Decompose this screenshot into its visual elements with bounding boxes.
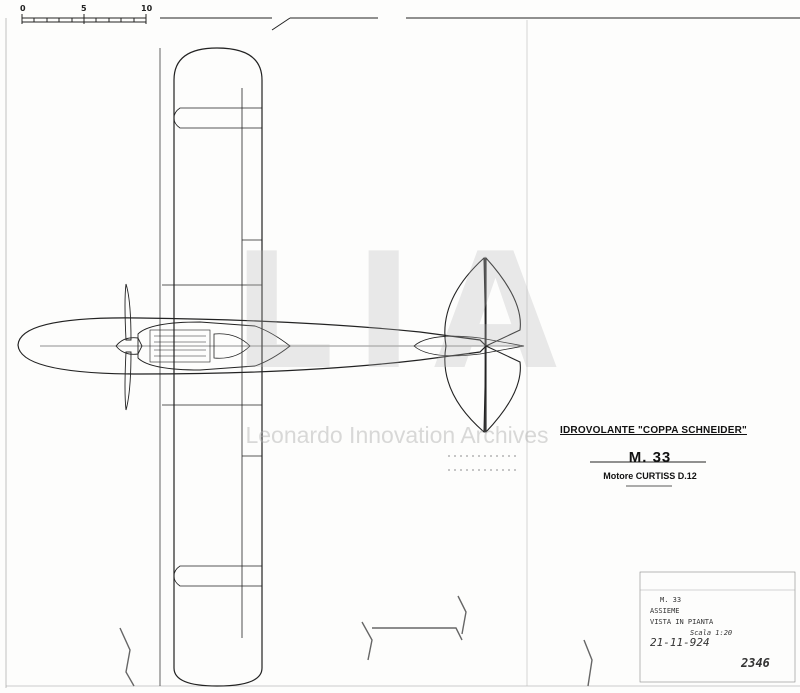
scale-label-0: 0 xyxy=(20,4,26,13)
scale-bar xyxy=(21,14,147,24)
horizontal-stabilizer-right xyxy=(484,256,521,434)
scale-label-10: 10 xyxy=(141,4,153,13)
wing-outline xyxy=(173,47,263,687)
drawing-title: IDROVOLANTE "COPPA SCHNEIDER" xyxy=(560,425,747,436)
watermark-text: Leonardo Innovation Archives xyxy=(245,422,549,448)
model-designation: M. 33 xyxy=(628,449,672,466)
engine-block xyxy=(149,329,211,363)
stamp-view: VISTA IN PIANTA xyxy=(650,618,714,626)
stamp-scale: Scala 1:20 xyxy=(690,629,733,637)
watermark-logo: LIA xyxy=(232,218,578,405)
stamp-model: M. 33 xyxy=(660,596,682,604)
scale-label-5: 5 xyxy=(81,4,87,13)
drawing-number: 2346 xyxy=(741,656,770,670)
engine-cowling xyxy=(137,321,291,371)
horizontal-stabilizer xyxy=(444,256,487,434)
aileron-upper xyxy=(173,107,262,129)
aileron-lower xyxy=(173,565,262,587)
stamp-frame xyxy=(639,571,796,683)
engine-designation: Motore CURTISS D.12 xyxy=(603,471,697,481)
propeller-blade-upper xyxy=(124,283,132,341)
clamp-marks xyxy=(119,595,593,687)
stamp-date: 21-11-924 xyxy=(650,636,710,649)
spinner xyxy=(115,337,143,355)
tail-fairing xyxy=(413,335,525,357)
stamp-assembly: ASSIEME xyxy=(650,607,680,615)
border-notch xyxy=(271,17,291,31)
cockpit-opening xyxy=(213,333,251,359)
propeller-blade-lower xyxy=(124,351,132,411)
